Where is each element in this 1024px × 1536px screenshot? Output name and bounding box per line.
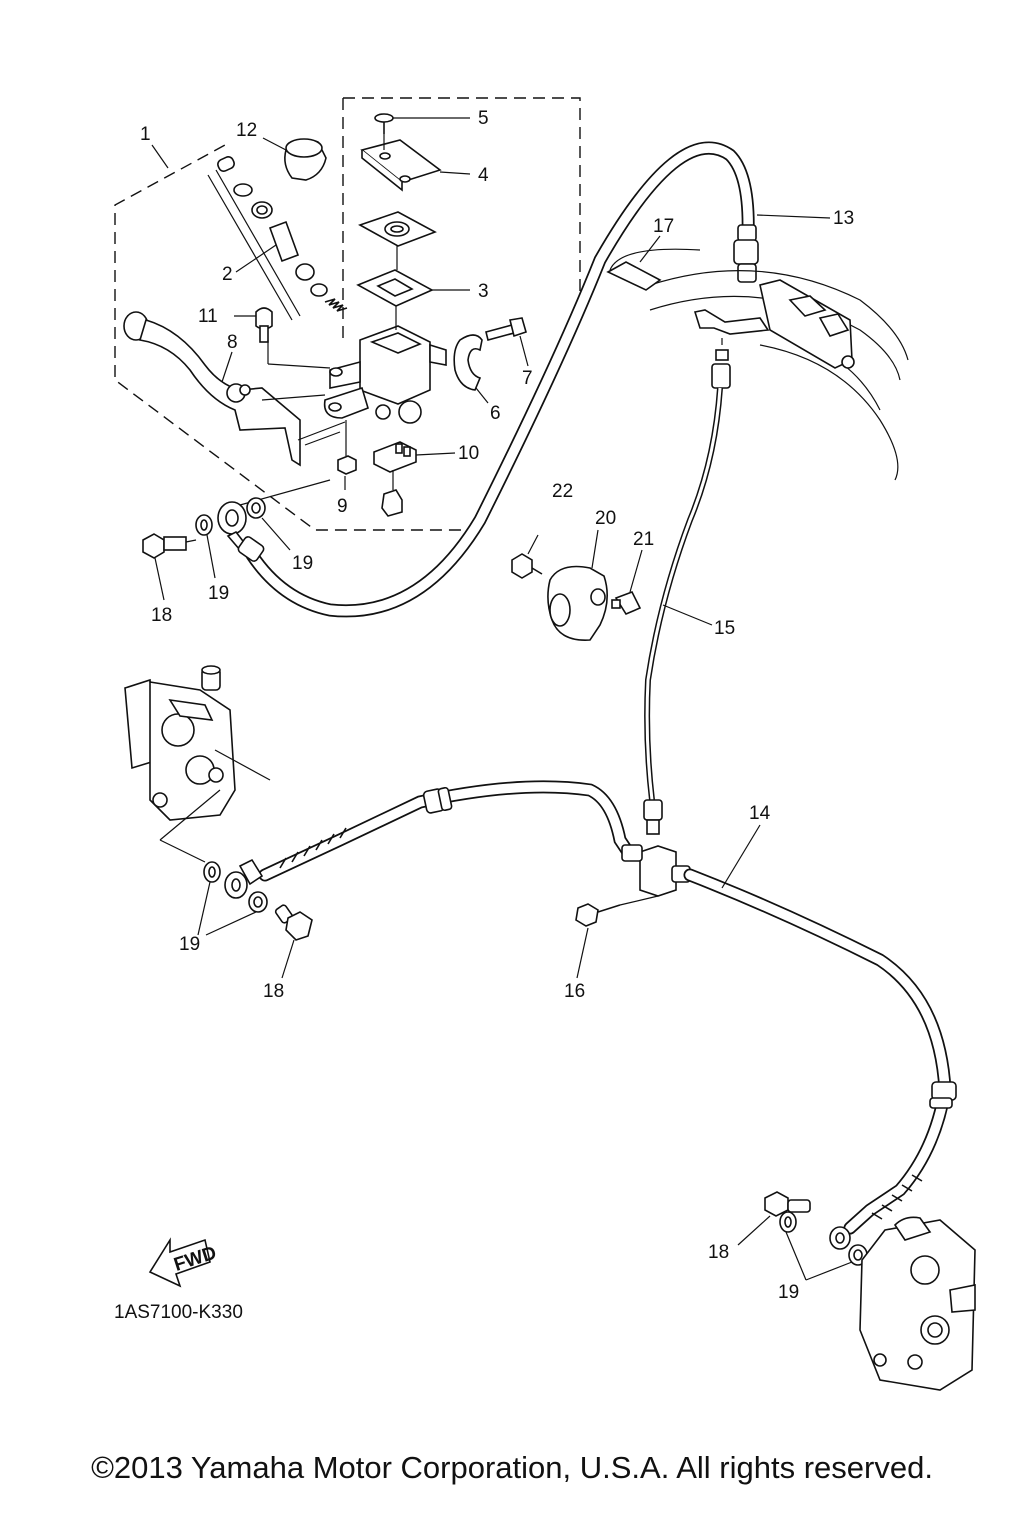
- clamp-part: [453, 334, 489, 404]
- diagram-code: 1AS7100-K330: [114, 1302, 243, 1323]
- bolt-22: [511, 534, 543, 579]
- callout-6: 6: [490, 403, 501, 424]
- lower-left-banjo-fitting: [224, 858, 264, 899]
- diaphragm-part: [356, 269, 470, 307]
- callout-12: 12: [236, 120, 257, 141]
- callout-2: 2: [222, 264, 233, 285]
- diaphragm-plate-part: [358, 211, 437, 247]
- callout-18-lower-right: 18: [708, 1242, 729, 1263]
- boot-part: [262, 137, 327, 181]
- connector-21: [611, 549, 643, 616]
- lower-right-banjo-bolt: [737, 1191, 811, 1246]
- reservoir-cap-part: [360, 139, 471, 192]
- right-brake-caliper: [859, 1216, 976, 1391]
- fwd-label: FWD: [171, 1243, 219, 1276]
- lower-left-washers: [197, 861, 268, 936]
- callout-8: 8: [227, 332, 238, 353]
- assembly-boundary-master-cylinder: [114, 97, 581, 531]
- copyright-notice: ©2013 Yamaha Motor Corporation, U.S.A. A…: [91, 1450, 933, 1485]
- hose-armor-left: [279, 786, 453, 869]
- brake-parts-diagram: FWD 1 12 5 4 3 2 11 8 7 6 10 9 13 17 22 …: [114, 97, 976, 1391]
- hose-armor-right: [721, 824, 957, 1220]
- callout-1: 1: [140, 124, 151, 145]
- callout-3: 3: [478, 281, 489, 302]
- callout-4: 4: [478, 165, 489, 186]
- lower-right-banjo-fitting: [829, 1226, 851, 1250]
- callout-15: 15: [714, 618, 735, 639]
- fwd-arrow-icon: FWD: [148, 1237, 219, 1288]
- left-brake-caliper: [124, 665, 271, 863]
- callout-17: 17: [653, 216, 674, 237]
- hose-fitting-13-lower: [237, 536, 265, 562]
- callout-13: 13: [833, 208, 854, 229]
- callout-19-upper-left: 19: [208, 583, 229, 604]
- brake-pipe-15: [643, 338, 731, 835]
- callout-10: 10: [458, 443, 479, 464]
- piston-kit-part: [207, 156, 348, 321]
- clamp-bolt-part: [485, 317, 529, 367]
- callout-11: 11: [198, 306, 218, 327]
- callout-9: 9: [337, 496, 348, 517]
- callout-19-upper-right: 19: [292, 553, 313, 574]
- hose-bracket-17: [606, 235, 770, 335]
- callout-22: 22: [552, 481, 573, 502]
- switch-housing-20: [547, 529, 608, 641]
- pivot-bolt-part: [234, 307, 331, 369]
- upper-washer-left: [195, 514, 216, 579]
- caliper-mount-top-right: [759, 279, 855, 369]
- callout-14: 14: [749, 803, 771, 824]
- upper-banjo-bolt-part: [142, 533, 197, 601]
- callout-18-lower-left: 18: [263, 981, 284, 1002]
- callout-7: 7: [522, 368, 533, 389]
- lower-left-banjo-bolt: [274, 904, 313, 979]
- callout-18-upper: 18: [151, 605, 172, 626]
- screw-part: [374, 113, 470, 134]
- callout-16: 16: [564, 981, 585, 1002]
- callout-19-lower-left: 19: [179, 934, 200, 955]
- upper-washer-right: [246, 497, 291, 551]
- brake-switch-part: [373, 441, 456, 517]
- nut-part: [337, 420, 357, 490]
- callout-5: 5: [478, 108, 489, 129]
- callout-19-lower-right: 19: [778, 1282, 799, 1303]
- master-cylinder-body: [323, 325, 447, 424]
- brake-lever-part: [123, 311, 346, 467]
- hose-fitting-13-upper: [733, 214, 831, 283]
- callout-20: 20: [595, 508, 616, 529]
- three-way-joint: [619, 844, 691, 906]
- joint-bolt-16: [575, 903, 621, 979]
- callout-21: 21: [633, 529, 654, 550]
